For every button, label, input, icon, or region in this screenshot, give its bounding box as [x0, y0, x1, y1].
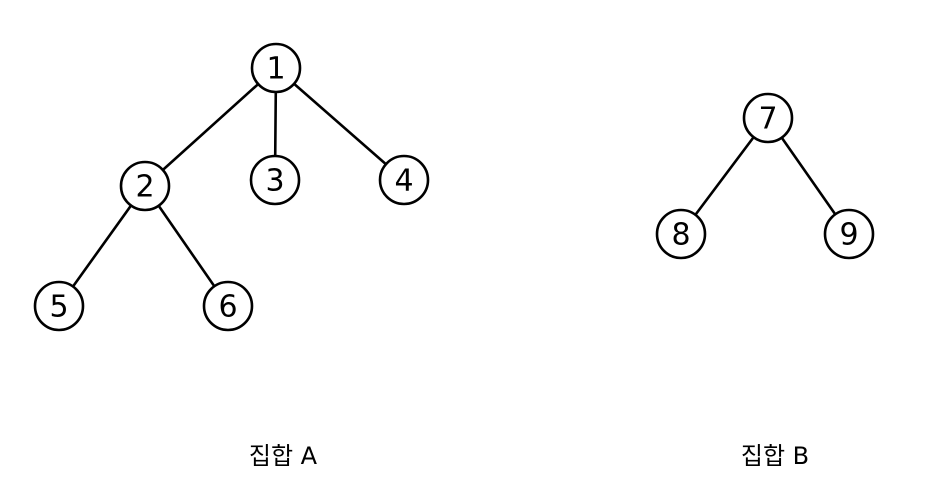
- node-circle-9: [823, 208, 875, 260]
- node-label-5: 5: [49, 290, 68, 325]
- edge-1-4: [274, 66, 406, 182]
- node-1: 1: [250, 42, 302, 94]
- node-label-1: 1: [266, 52, 285, 87]
- node-circle-6: [202, 280, 254, 332]
- node-label-9: 9: [839, 218, 858, 253]
- node-circle-3: [249, 154, 301, 206]
- node-4: 4: [378, 154, 430, 206]
- node-circle-4: [378, 154, 430, 206]
- node-label-3: 3: [265, 164, 284, 199]
- nodes-layer: 1 2 3 4 5 6 7 8 9: [33, 42, 875, 332]
- edge-1-2: [143, 66, 278, 188]
- node-8: 8: [655, 208, 707, 260]
- node-6: 6: [202, 280, 254, 332]
- edges-layer: [57, 66, 851, 308]
- node-label-7: 7: [758, 102, 777, 137]
- node-5: 5: [33, 280, 85, 332]
- node-label-8: 8: [671, 218, 690, 253]
- node-7: 7: [742, 92, 794, 144]
- node-circle-8: [655, 208, 707, 260]
- node-2: 2: [119, 160, 171, 212]
- node-label-2: 2: [135, 170, 154, 205]
- node-circle-1: [250, 42, 302, 94]
- node-circle-5: [33, 280, 85, 332]
- set-a-label: 집합 A: [249, 442, 318, 470]
- node-3: 3: [249, 154, 301, 206]
- node-label-4: 4: [394, 164, 413, 199]
- node-circle-7: [742, 92, 794, 144]
- set-b-label: 집합 B: [741, 442, 809, 470]
- node-label-6: 6: [218, 290, 237, 325]
- node-circle-2: [119, 160, 171, 212]
- node-9: 9: [823, 208, 875, 260]
- labels-layer: 집합 A 집합 B: [249, 442, 809, 470]
